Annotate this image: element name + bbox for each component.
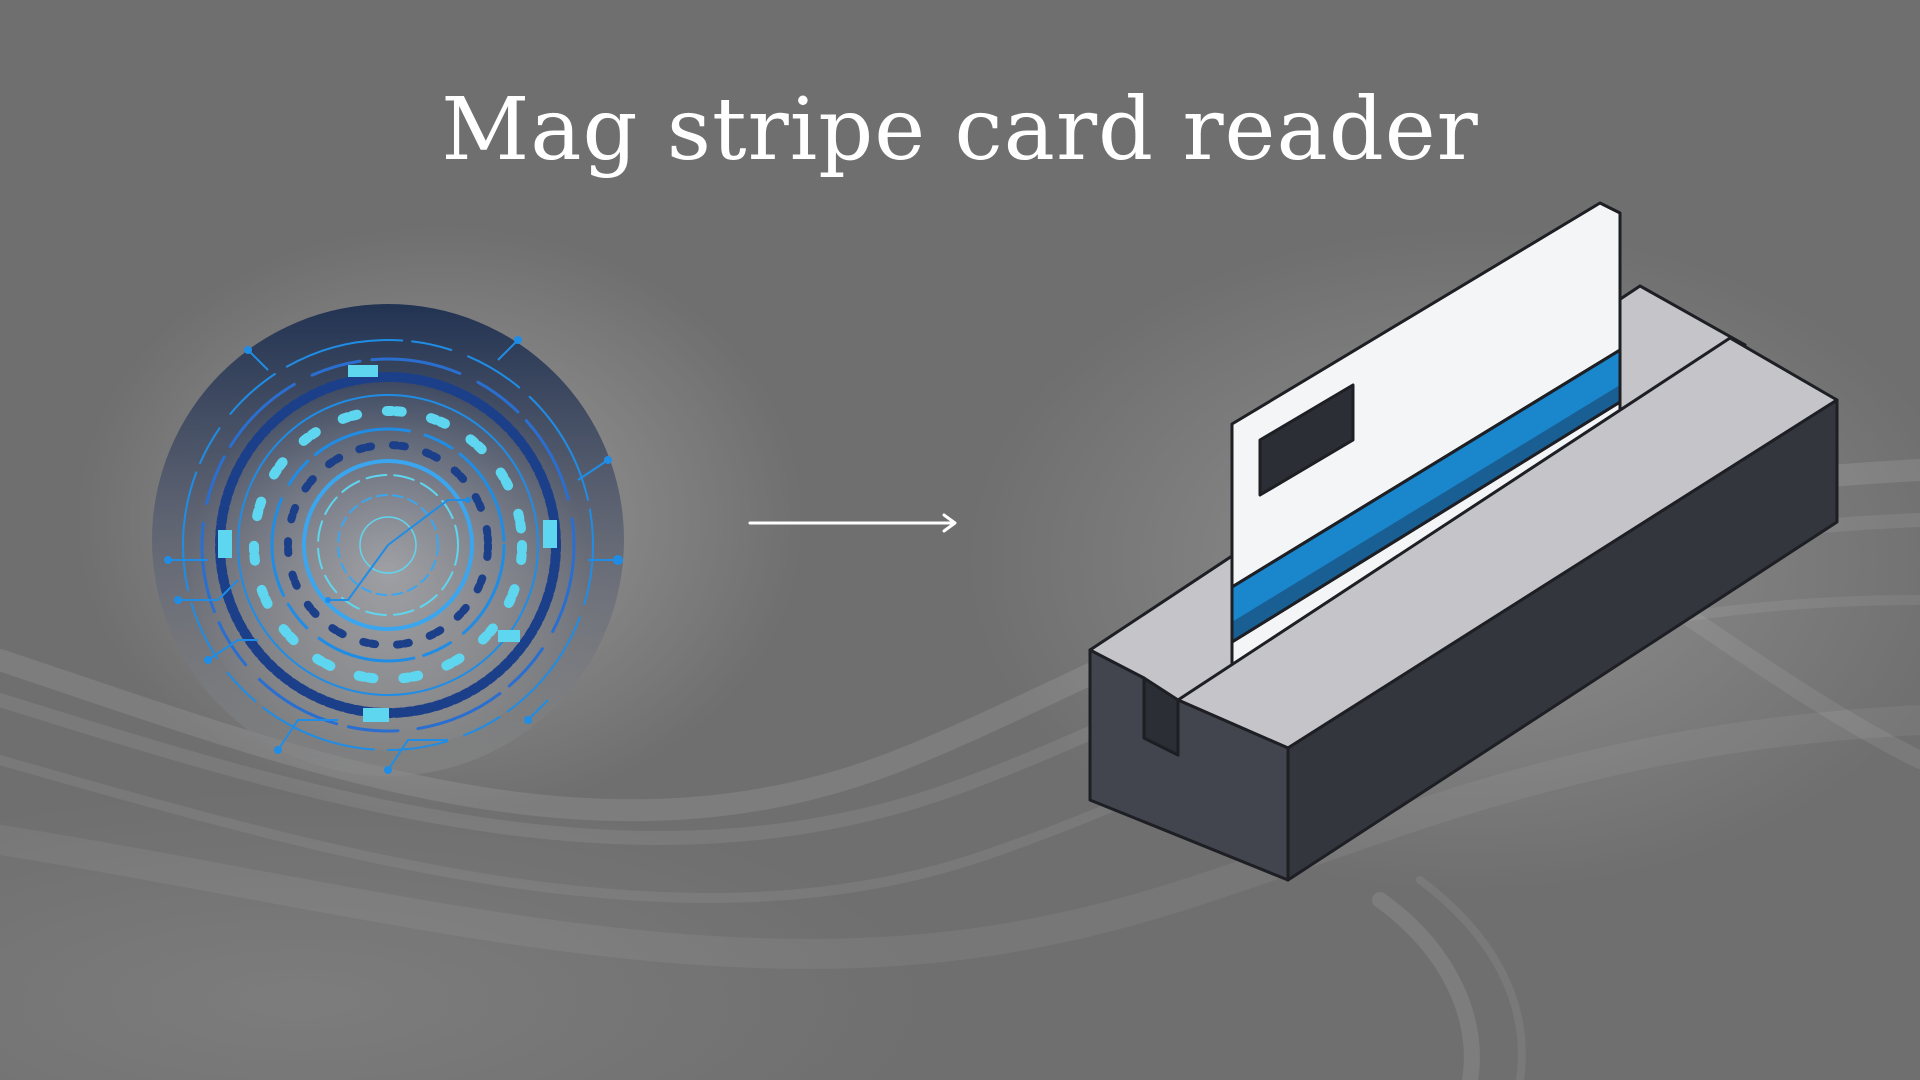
- circuit-emblem-icon: [152, 304, 624, 776]
- page-title: Mag stripe card reader: [441, 80, 1479, 180]
- arrow-right-icon: [748, 513, 957, 533]
- card-reader-icon: [1088, 201, 1839, 882]
